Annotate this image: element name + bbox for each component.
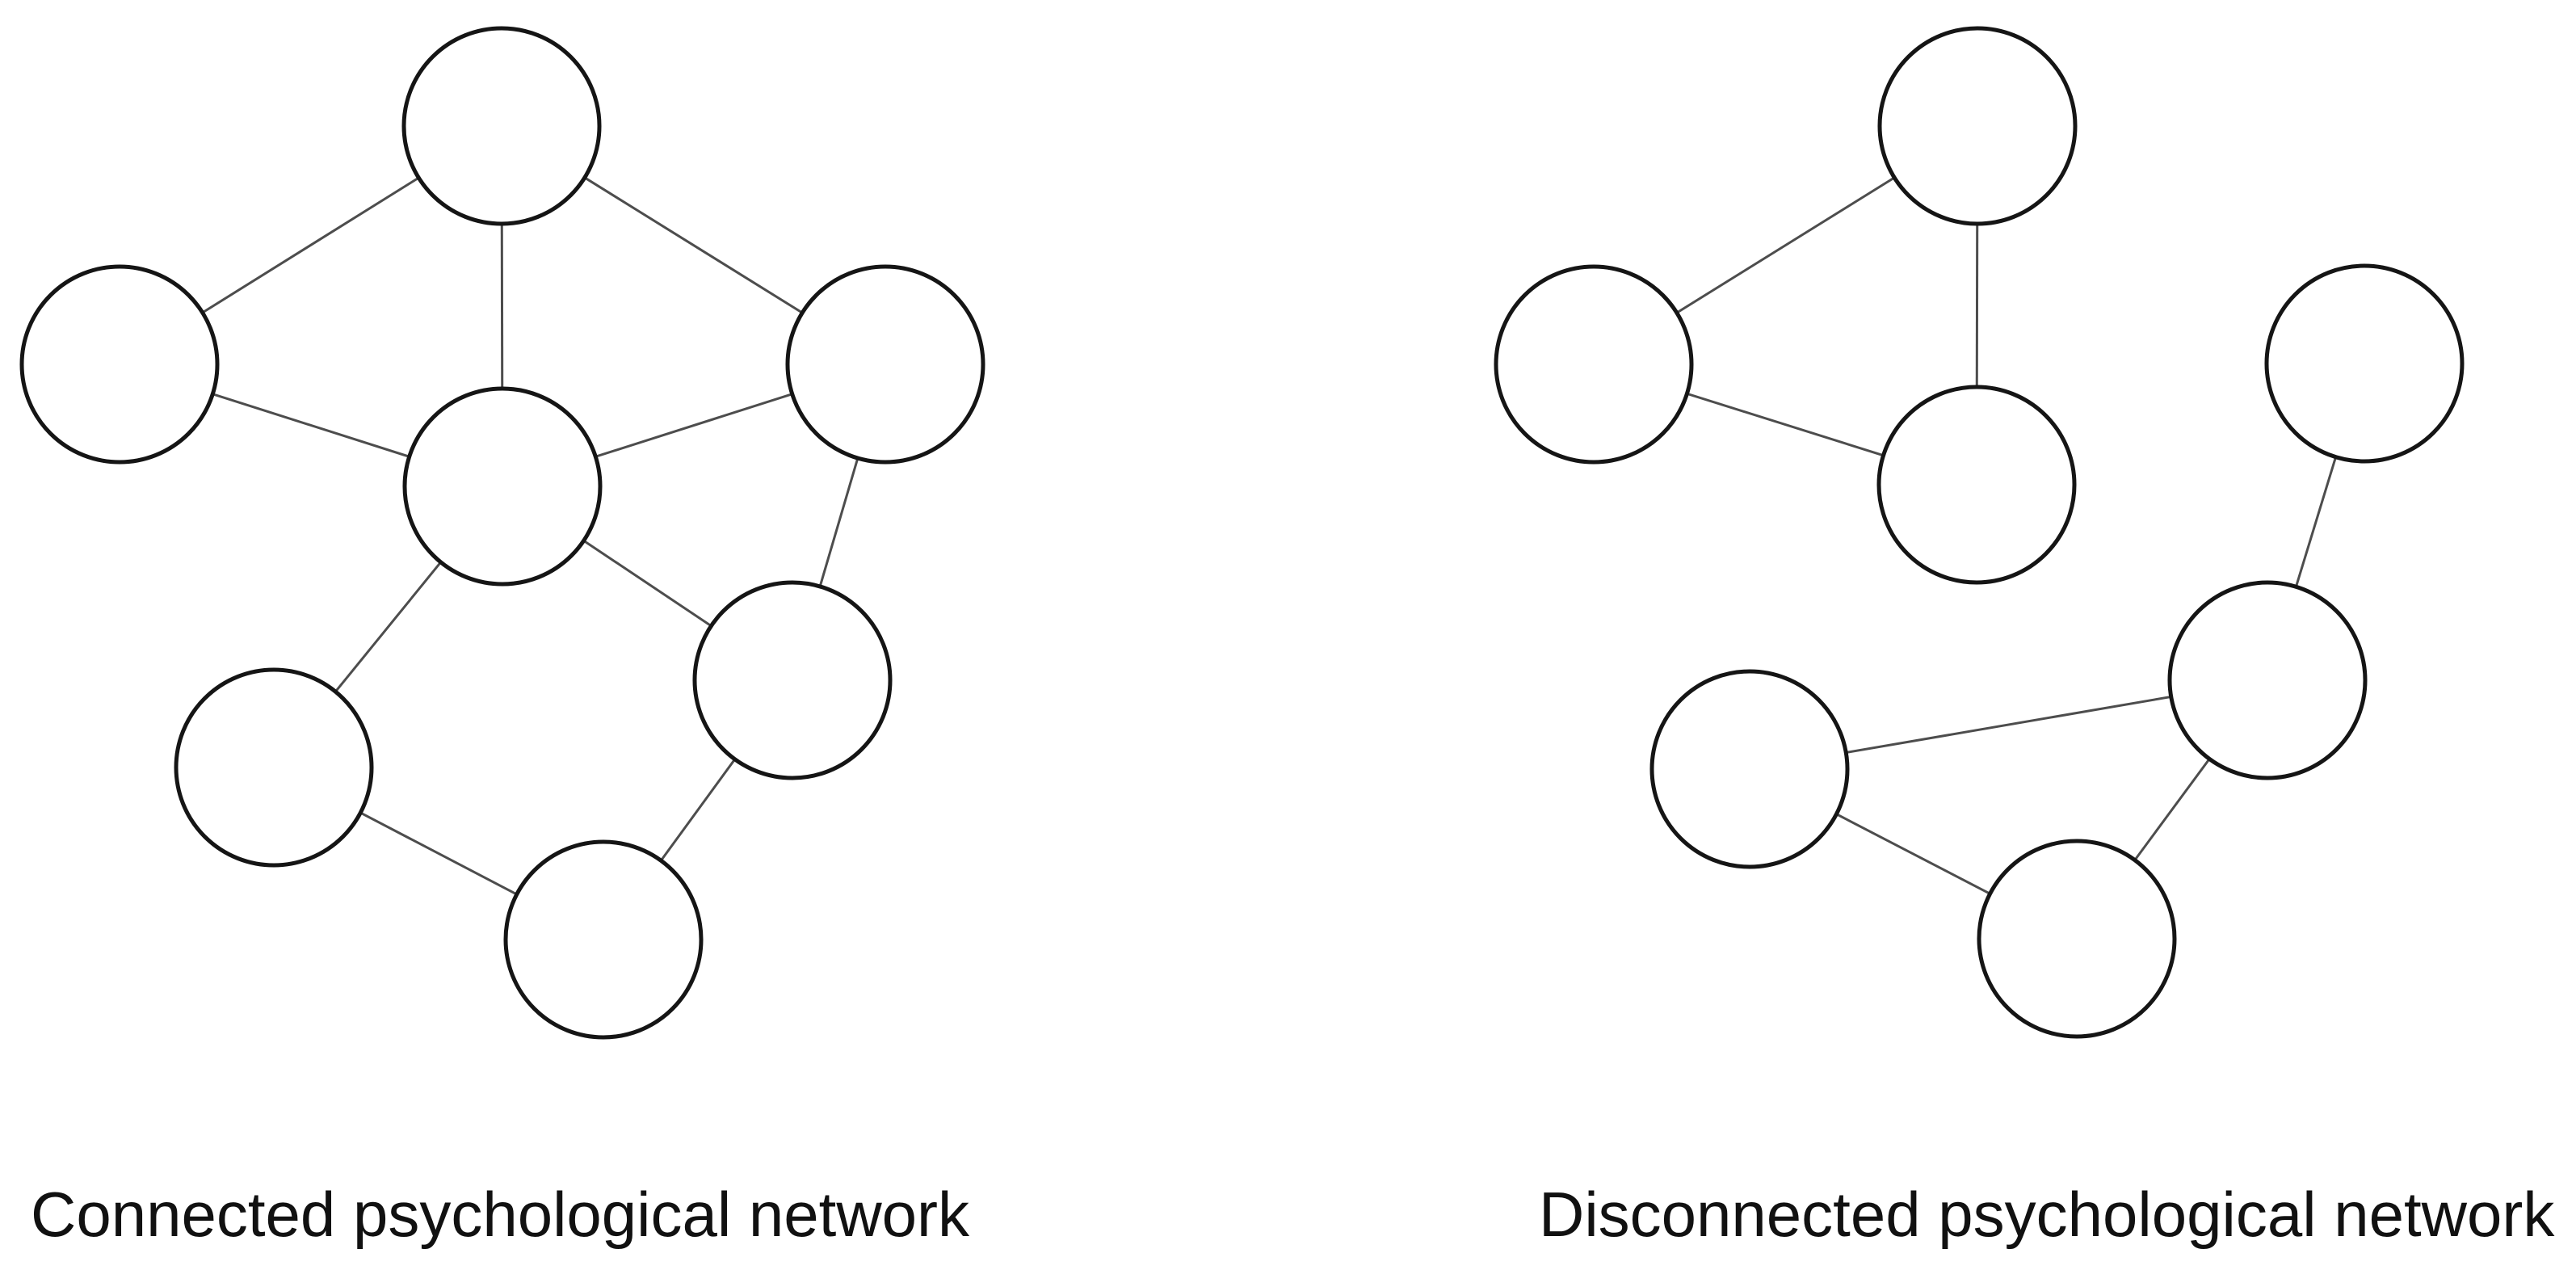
- network-node-connected-center: [402, 386, 603, 587]
- network-node-disconnected-left: [1494, 264, 1694, 465]
- network-node-connected-lower-left: [174, 667, 374, 868]
- connected-network-caption: Connected psychological network: [31, 1179, 970, 1250]
- network-node-connected-bottom: [503, 839, 704, 1040]
- network-node-disconnected-right: [2264, 263, 2465, 464]
- network-node-connected-right: [785, 264, 985, 465]
- network-node-connected-mid-right: [692, 580, 893, 780]
- network-node-connected-top: [401, 26, 602, 226]
- connected-network-graph: [19, 26, 985, 1040]
- network-node-disconnected-lower-left: [1649, 669, 1850, 869]
- network-node-disconnected-mid-right: [2167, 580, 2368, 780]
- network-node-disconnected-lower-center: [1876, 385, 2077, 585]
- disconnected-network-graph: [1494, 26, 2465, 1039]
- network-node-connected-left: [19, 264, 220, 465]
- network-node-disconnected-top: [1877, 26, 2078, 226]
- network-node-disconnected-bottom: [1977, 839, 2177, 1039]
- disconnected-network-caption: Disconnected psychological network: [1539, 1179, 2555, 1250]
